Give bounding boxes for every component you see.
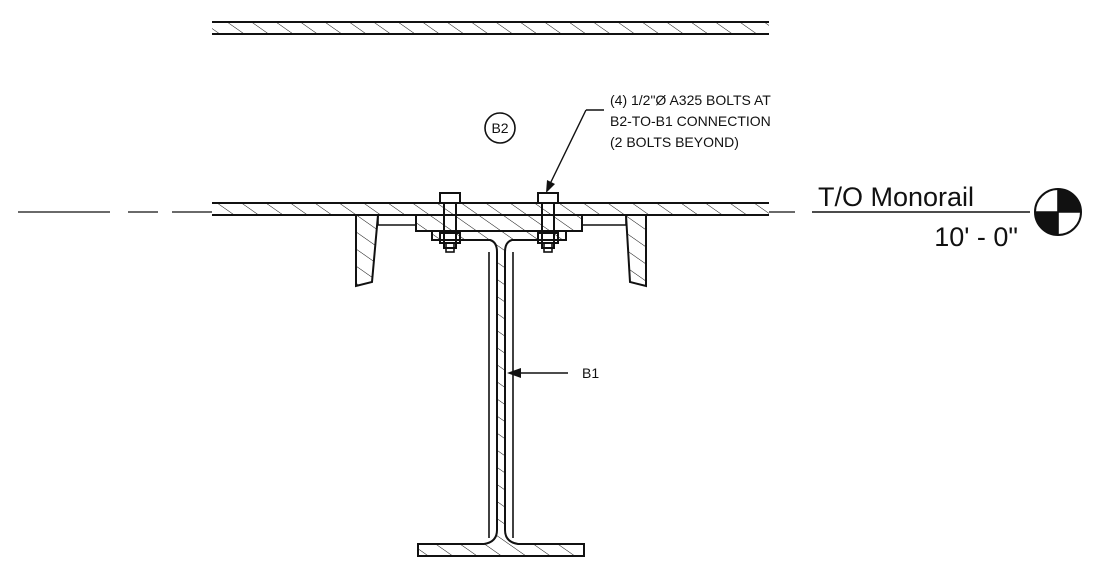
elevation-symbol-icon <box>1034 188 1082 236</box>
b2-flanges <box>355 214 647 288</box>
bolt-note: (4) 1/2"Ø A325 BOLTS AT B2-TO-B1 CONNECT… <box>610 92 771 150</box>
elevation-value: 10' - 0" <box>934 222 1018 252</box>
b2-top-rail <box>212 202 769 216</box>
b1-label: B1 <box>582 365 599 381</box>
elevation-marker: T/O Monorail 10' - 0" <box>812 182 1082 252</box>
b1-leader: B1 <box>507 365 599 381</box>
upper-rail <box>212 21 769 35</box>
bolt-note-line-2: B2-TO-B1 CONNECTION <box>610 113 771 129</box>
b1-i-beam <box>417 230 585 557</box>
elevation-title: T/O Monorail <box>818 182 974 212</box>
b2-callout-tag: B2 <box>484 112 516 144</box>
bolt-leader <box>546 109 604 193</box>
bolt-note-line-1: (4) 1/2"Ø A325 BOLTS AT <box>610 92 771 108</box>
bolt-left <box>439 192 461 253</box>
connection-plate <box>415 214 583 232</box>
b2-tag-text: B2 <box>491 120 508 136</box>
bolt-note-line-3: (2 BOLTS BEYOND) <box>610 134 739 150</box>
bolt-right <box>537 192 559 253</box>
